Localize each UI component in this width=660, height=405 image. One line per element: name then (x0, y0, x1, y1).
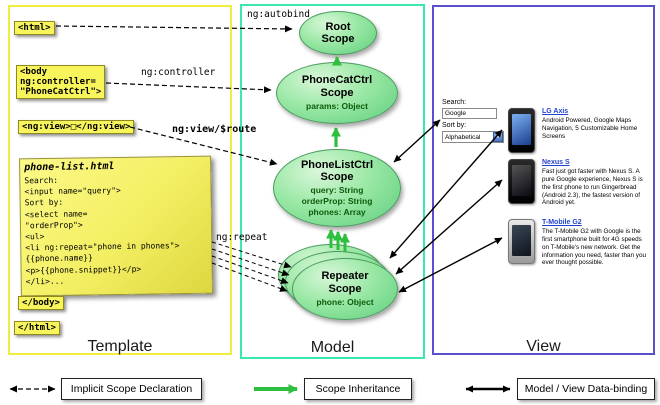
ng-view-tag: <ng:view>□</ng:view> (18, 120, 135, 134)
ng-view-route-label: ng:view/$route (172, 124, 257, 135)
html-close-tag: </html> (14, 321, 60, 335)
sort-select[interactable]: Alphabetical ▼ (442, 131, 504, 143)
phone-row-lg-axis: LG Axis Android Powered, Google Maps Nav… (508, 108, 650, 153)
phone-link-lg-axis[interactable]: LG Axis (542, 108, 569, 115)
legend-implicit-scope: Implicit Scope Declaration (61, 378, 202, 400)
sort-select-value: Alphabetical (445, 133, 481, 141)
ng-controller-label: ng:controller (141, 67, 216, 78)
model-panel-label: Model (310, 339, 355, 356)
search-label: Search: (442, 99, 467, 106)
note-title: phone-list.html (24, 161, 115, 174)
model-panel: Root Scope PhoneCatCtrl Scope params: Ob… (240, 4, 425, 359)
view-panel: Search: Sort by: Alphabetical ▼ LG Axis … (432, 5, 655, 355)
phonecatctrl-scope-props: params: Object (306, 101, 368, 111)
repeater-scope-ellipse: Repeater Scope phone: Object (292, 258, 398, 320)
phonecatctrl-scope-ellipse: PhoneCatCtrl Scope params: Object (276, 62, 398, 124)
phone-link-tmobile-g2[interactable]: T-Mobile G2 (542, 219, 582, 226)
phone-thumbnail-lg-axis (508, 108, 535, 153)
template-panel: <html> <body ng:controller= "PhoneCatCtr… (8, 5, 232, 355)
phonelistctrl-scope-ellipse: PhoneListCtrl Scope query: String orderP… (273, 149, 401, 227)
phonecatctrl-scope-title: PhoneCatCtrl Scope (301, 74, 373, 99)
phone-desc-nexus-s: Fast just got faster with Nexus S. A pur… (542, 168, 643, 207)
phone-list-note: phone-list.html Search: <input name="que… (19, 155, 213, 297)
search-input[interactable] (442, 108, 497, 119)
template-panel-label: Template (87, 338, 153, 355)
legend-scope-inheritance: Scope Inheritance (304, 378, 412, 400)
note-code: Search: <input name="query"> Sort by: <s… (24, 175, 180, 286)
phone-thumbnail-nexus-s (508, 159, 535, 204)
html-open-tag: <html> (14, 21, 55, 35)
phone-row-nexus-s: Nexus S Fast just got faster with Nexus … (508, 159, 650, 207)
repeater-scope-title: Repeater Scope (321, 270, 369, 295)
sort-by-label: Sort by: (442, 122, 467, 129)
root-scope-ellipse: Root Scope (299, 11, 377, 55)
phone-thumbnail-tmobile-g2 (508, 219, 535, 264)
repeater-scope-props: phone: Object (316, 297, 374, 307)
body-close-tag: </body> (18, 296, 64, 310)
phonelistctrl-scope-title: PhoneListCtrl Scope (300, 158, 374, 184)
phonelistctrl-scope-props: query: String orderProp: String phones: … (301, 185, 373, 217)
view-panel-label: View (526, 338, 561, 355)
phone-desc-lg-axis: Android Powered, Google Maps Navigation,… (542, 117, 638, 140)
phone-link-nexus-s[interactable]: Nexus S (542, 159, 570, 166)
phone-desc-tmobile-g2: The T-Mobile G2 with Google is the first… (542, 228, 646, 267)
ng-autobind-label: ng:autobind (247, 9, 310, 20)
root-scope-title: Root Scope (321, 20, 355, 45)
dropdown-arrow-icon: ▼ (493, 132, 503, 142)
body-open-tag: <body ng:controller= "PhoneCatCtrl"> (16, 65, 106, 99)
legend-data-binding: Model / View Data-binding (517, 378, 655, 400)
ng-repeat-label: ng:repeat (216, 232, 268, 243)
phone-row-tmobile-g2: T-Mobile G2 The T-Mobile G2 with Google … (508, 219, 650, 267)
